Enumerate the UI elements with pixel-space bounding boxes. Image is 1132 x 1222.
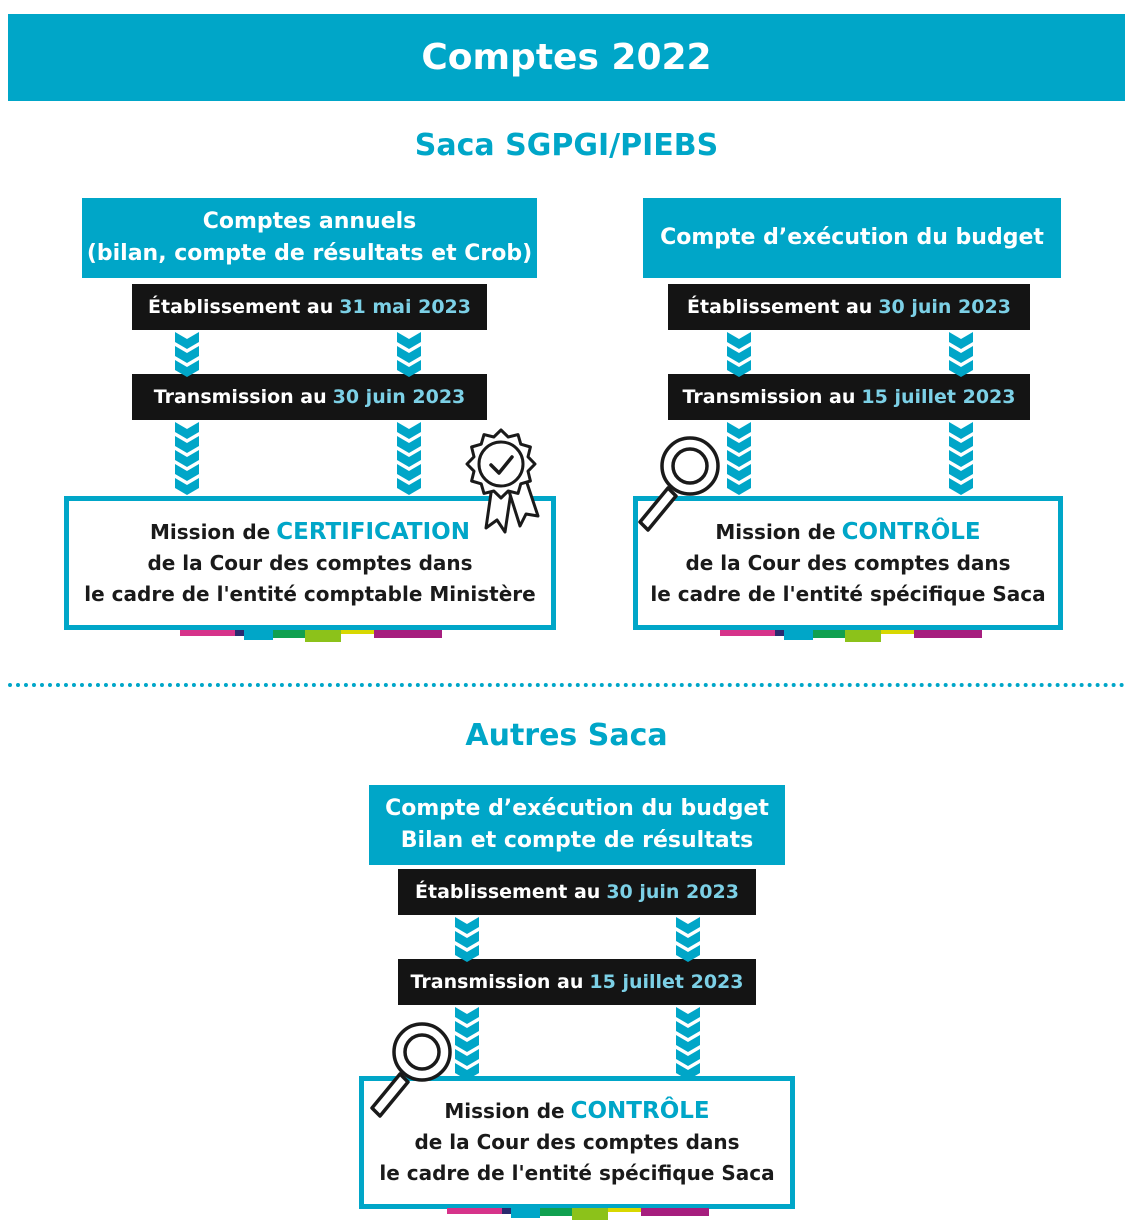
flow-arrow-icon: [676, 1007, 700, 1080]
flow-arrow-icon: [397, 422, 421, 495]
decorative-color-strip: [720, 630, 982, 642]
etablissement-date: 30 juin 2023: [606, 881, 739, 903]
transmission-box: Transmission au 30 juin 2023: [132, 374, 487, 420]
document-box-compte-execution: Compte d’exécution du budget: [643, 198, 1061, 278]
mission-keyword: CONTRÔLE: [841, 518, 981, 545]
etablissement-label: Établissement au: [148, 296, 334, 318]
etablissement-label: Établissement au: [415, 881, 601, 903]
transmission-date: 15 juillet 2023: [589, 971, 744, 993]
mission-line: le cadre de l'entité comptable Ministère: [84, 581, 536, 606]
transmission-date: 15 juillet 2023: [861, 386, 1016, 408]
flow-arrow-icon: [949, 422, 973, 495]
mission-line: de la Cour des comptes dans: [147, 550, 473, 575]
mission-line: de la Cour des comptes dans: [414, 1130, 740, 1154]
flow-arrow-icon: [397, 332, 421, 377]
transmission-label: Transmission au: [153, 386, 327, 408]
etablissement-label: Établissement au: [687, 296, 873, 318]
document-subtitle: Bilan et compte de résultats: [400, 828, 754, 853]
mission-keyword: CONTRÔLE: [570, 1098, 710, 1124]
section-separator: [8, 683, 1125, 687]
transmission-box: Transmission au 15 juillet 2023: [668, 374, 1030, 420]
transmission-date: 30 juin 2023: [332, 386, 466, 408]
etablissement-box: Établissement au 30 juin 2023: [398, 869, 756, 915]
transmission-box: Transmission au 15 juillet 2023: [398, 959, 756, 1005]
mission-line: de la Cour des comptes dans: [685, 550, 1011, 575]
flow-arrow-icon: [949, 332, 973, 377]
flow-arrow-icon: [175, 422, 199, 495]
mission-prefix: Mission de: [444, 1099, 565, 1123]
etablissement-box: Établissement au 31 mai 2023: [132, 284, 487, 330]
document-title: Comptes annuels: [202, 209, 417, 234]
document-box-compte-execution-bilan: Compte d’exécution du budget Bilan et co…: [369, 785, 785, 865]
document-title: Compte d’exécution du budget: [660, 225, 1044, 250]
page-title-banner: Comptes 2022: [8, 14, 1125, 101]
page-title: Comptes 2022: [421, 37, 712, 78]
flow-arrow-icon: [455, 917, 479, 962]
section-title-autres: Autres Saca: [465, 718, 668, 753]
section-title-sgpgi: Saca SGPGI/PIEBS: [414, 128, 719, 163]
magnifier-icon: [370, 1022, 452, 1118]
transmission-label: Transmission au: [682, 386, 856, 408]
document-box-comptes-annuels: Comptes annuels (bilan, compte de résult…: [82, 198, 537, 278]
flow-arrow-icon: [676, 917, 700, 962]
flow-arrow-icon: [175, 332, 199, 377]
decorative-color-strip: [180, 630, 442, 642]
document-subtitle: (bilan, compte de résultats et Crob): [86, 241, 533, 266]
certification-badge-icon: [465, 428, 540, 534]
mission-line: le cadre de l'entité spécifique Saca: [379, 1161, 775, 1185]
mission-prefix: Mission de: [150, 519, 271, 544]
document-title: Compte d’exécution du budget: [385, 796, 769, 821]
etablissement-date: 31 mai 2023: [339, 296, 471, 318]
decorative-color-strip: [447, 1208, 709, 1220]
flow-arrow-icon: [727, 422, 751, 495]
etablissement-box: Établissement au 30 juin 2023: [668, 284, 1030, 330]
mission-prefix: Mission de: [715, 519, 836, 544]
mission-keyword: CERTIFICATION: [276, 518, 470, 545]
flow-arrow-icon: [727, 332, 751, 377]
mission-line: le cadre de l'entité spécifique Saca: [650, 581, 1046, 606]
flow-arrow-icon: [455, 1007, 479, 1080]
magnifier-icon: [638, 436, 720, 532]
etablissement-date: 30 juin 2023: [878, 296, 1011, 318]
transmission-label: Transmission au: [410, 971, 584, 993]
